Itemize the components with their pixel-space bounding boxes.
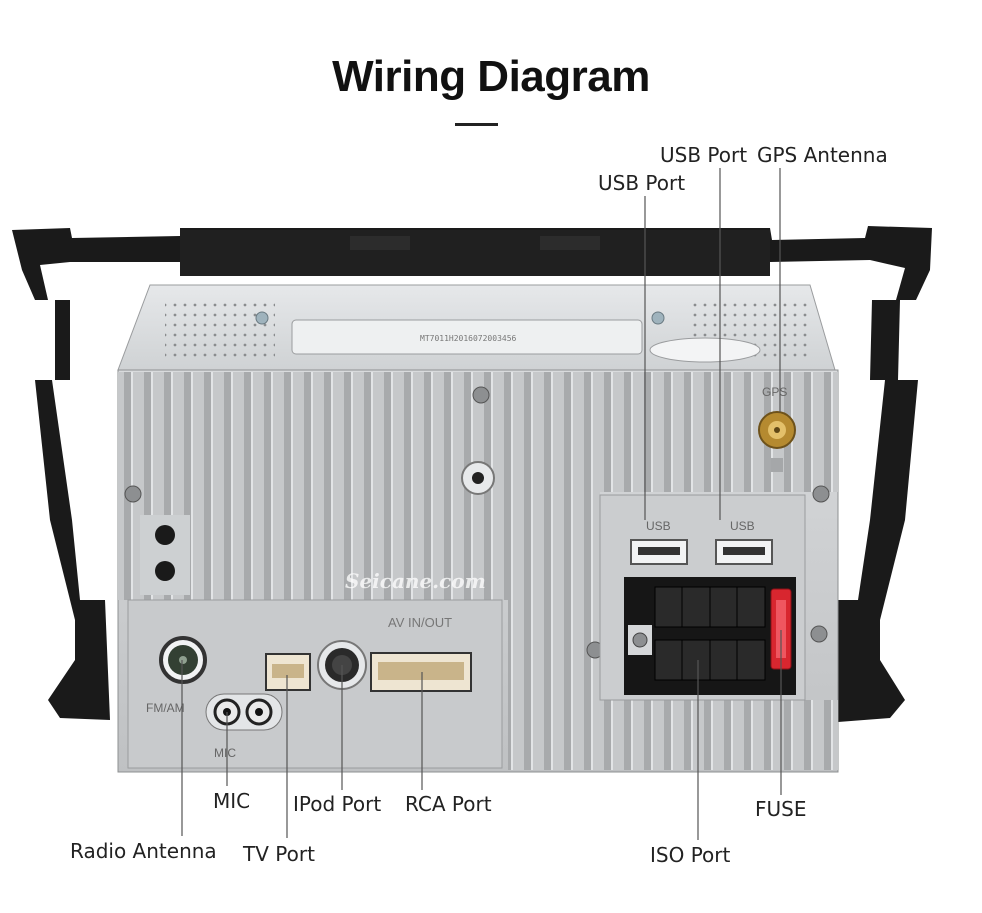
mic-connector (205, 693, 283, 731)
radio-antenna-callout: Radio Antenna (70, 839, 217, 863)
mounting-frame (12, 226, 932, 722)
mic-panel-label: MIC (214, 746, 236, 760)
radio-antenna-connector (159, 636, 207, 684)
rca-port-connector (370, 652, 472, 692)
iso-port-callout: ISO Port (650, 843, 731, 867)
iso-port-connector (624, 577, 796, 695)
gps-antenna-connector (758, 411, 796, 472)
av-in-out-label: AV IN/OUT (388, 615, 452, 630)
top-plate: MT7011H2016072003456 (117, 284, 836, 371)
diagram-title: Wiring Diagram (332, 52, 650, 101)
sticker-text: MT7011H2016072003456 (420, 334, 517, 343)
rca-port-callout: RCA Port (405, 792, 492, 816)
fm-am-label: FM/AM (146, 701, 185, 715)
leader-lines (181, 168, 782, 840)
rear-panel: AV IN/OUT FM/AM MIC USB USB GPS Seicane.… (117, 369, 839, 773)
usb-label-left: USB (646, 519, 671, 533)
mic-callout: MIC (213, 789, 251, 813)
tv-port-connector (265, 653, 311, 691)
gps-antenna-callout: GPS Antenna (757, 143, 888, 167)
ipod-port-callout: IPod Port (293, 792, 382, 816)
fuse-callout: FUSE (755, 797, 807, 821)
usb-port-left-connector (630, 539, 688, 565)
gps-panel-label: GPS (762, 385, 787, 399)
tv-port-callout: TV Port (243, 842, 315, 866)
usb-port-right-connector (715, 539, 773, 565)
title-underline (455, 123, 498, 126)
usb-port-callout-2: USB Port (660, 143, 748, 167)
usb-label-right: USB (730, 519, 755, 533)
usb-port-callout-1: USB Port (598, 171, 686, 195)
watermark: Seicane.com (345, 569, 486, 593)
